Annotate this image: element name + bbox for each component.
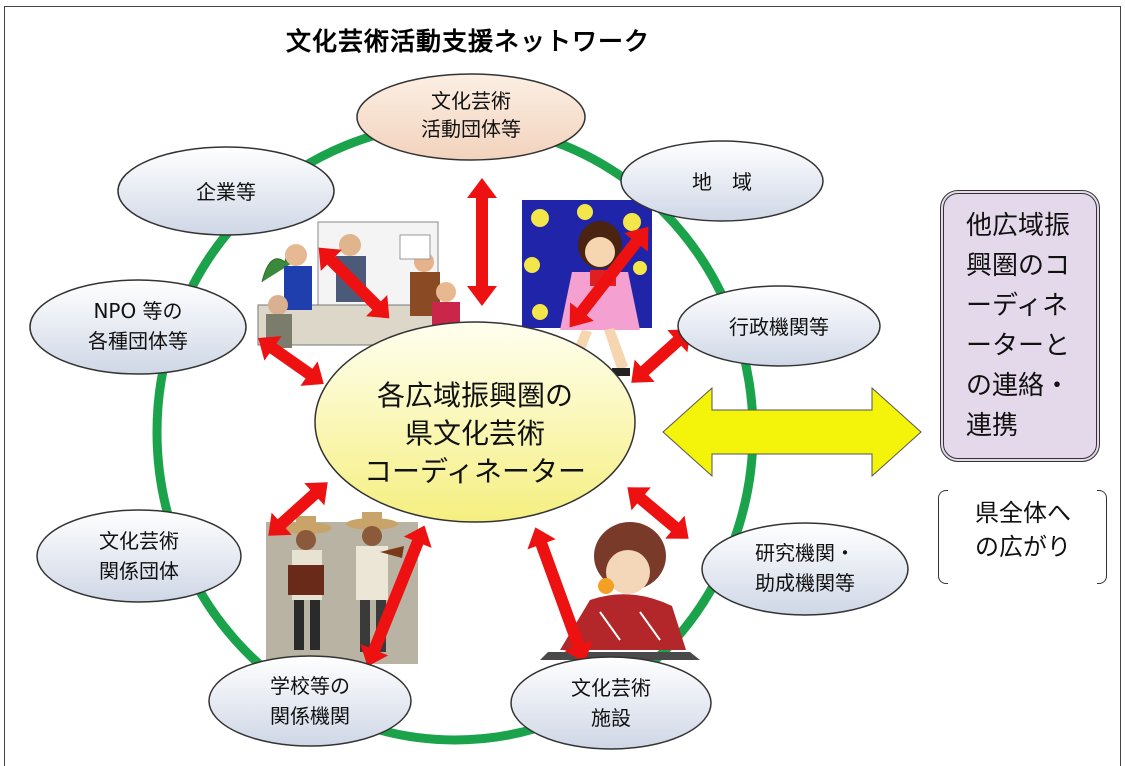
node-label-line1: 企業等 (196, 180, 256, 204)
node-label-line2: 関係機関 (270, 704, 350, 728)
prefecture-wide-line1: 県全体へ (975, 499, 1071, 527)
node-label-line1: 文化芸術 (571, 676, 651, 700)
center-label-line3: コーディネーター (364, 455, 586, 488)
woman-on-phone-clipart (540, 522, 700, 660)
node-research: 研究機関・ 助成機関等 (701, 522, 909, 616)
node-administration: 行政機関等 (677, 285, 881, 367)
center-label-line1: 各広域振興圏の (377, 379, 573, 412)
node-label-line1: 行政機関等 (729, 315, 829, 339)
node-schools: 学校等の 関係機関 (208, 655, 412, 747)
node-label-line1: 文化芸術 (431, 89, 511, 113)
node-label-line1: 研究機関・ (755, 541, 855, 565)
center-node: 各広域振興圏の 県文化芸術 コーディネーター (314, 321, 636, 523)
node-facilities: 文化芸術 施設 (510, 656, 712, 750)
prefecture-wide-line2: の広がり (975, 533, 1071, 561)
node-label-line1: NPO 等の (93, 299, 182, 323)
arrow-to-npo (258, 336, 324, 386)
node-related-orgs: 文化芸術 関係団体 (36, 509, 242, 603)
node-label-line1: 地 域 (692, 170, 752, 194)
arrow-to-companies (318, 247, 390, 319)
node-label-line1: 文化芸術 (99, 529, 179, 553)
other-regions-box: 他広域振興圏のコーディネーターとの連絡・連携 (940, 190, 1100, 462)
node-label-line1: 学校等の (270, 674, 350, 698)
office-meeting-clipart (257, 221, 460, 348)
node-npo: NPO 等の 各種団体等 (29, 279, 247, 375)
arrow-to-facilities (527, 527, 593, 663)
arrow-to-administration (631, 329, 691, 383)
prefecture-wide-note: 県全体へ の広がり (948, 496, 1098, 564)
arrow-to-schools (360, 525, 432, 667)
node-label-line2: 各種団体等 (88, 329, 188, 353)
center-label-line2: 県文化芸術 (405, 417, 545, 450)
frame-border (4, 6, 1121, 766)
other-regions-text: 他広域振興圏のコーディネーターとの連絡・連携 (966, 211, 1071, 441)
node-companies: 企業等 (117, 146, 335, 236)
left-bracket (938, 490, 948, 584)
arrow-to-region (569, 226, 649, 328)
node-label-line2: 施設 (591, 706, 631, 730)
node-arts-groups: 文化芸術 活動団体等 (356, 73, 586, 161)
arrow-to-arts-groups (467, 178, 497, 306)
connection-arrows (258, 178, 691, 667)
node-region: 地 域 (620, 140, 824, 222)
node-label-line2: 助成機関等 (755, 571, 855, 595)
big-double-arrow (662, 386, 922, 478)
arrow-to-research (627, 487, 689, 539)
node-label-line2: 活動団体等 (421, 117, 521, 141)
right-bracket (1097, 490, 1107, 584)
node-label-line2: 関係団体 (99, 559, 179, 583)
arrow-to-related-orgs (268, 482, 328, 536)
diagram-title: 文化芸術活動支援ネットワーク (286, 27, 651, 56)
